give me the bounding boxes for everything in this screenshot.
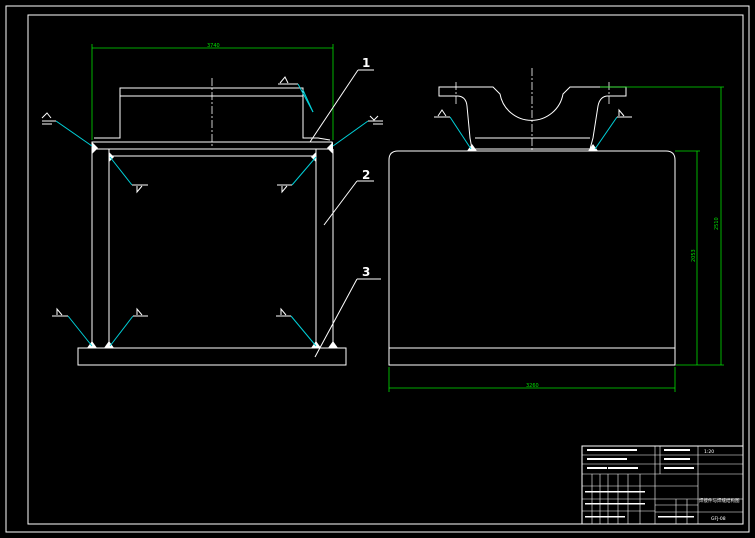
part-label-1: 1 xyxy=(362,56,370,70)
inner-frame xyxy=(27,14,744,525)
side-inner-height-dimension: 2053 xyxy=(691,249,697,262)
title-block-title: 焊接件与焊缝结构图 xyxy=(699,497,740,504)
side-height-dimension: 2510 xyxy=(714,217,720,230)
title-block-scale: 1:20 xyxy=(704,449,714,455)
part-label-3: 3 xyxy=(362,265,370,279)
part-label-2: 2 xyxy=(362,168,370,182)
front-width-dimension: 3740 xyxy=(207,43,220,49)
side-view: 2510 2053 3260 xyxy=(388,68,724,392)
title-block-drawing-no: GFJ-08 xyxy=(711,516,726,522)
title-block: 1:20 焊接件与焊缝结构图 GFJ-08 xyxy=(581,445,744,525)
side-width-dimension: 3260 xyxy=(526,383,539,389)
front-view: 3740 1 2 3 xyxy=(41,43,383,366)
outer-border xyxy=(5,5,750,533)
